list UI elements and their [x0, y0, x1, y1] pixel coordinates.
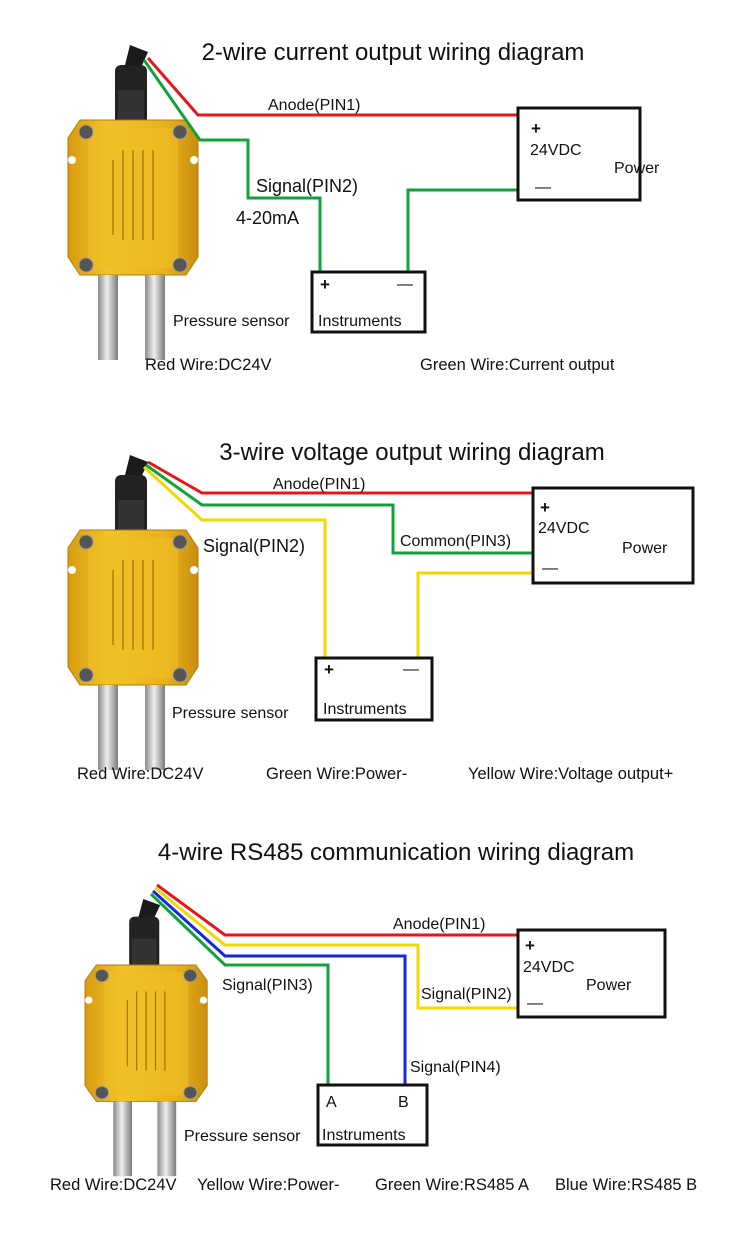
anode-label: Anode(PIN1) [268, 97, 361, 114]
pressure-sensor-image [67, 454, 199, 771]
instruments-label: Instruments [318, 313, 402, 330]
legend-yellow: Yellow Wire:Voltage output+ [468, 765, 673, 783]
legend-yellow: Yellow Wire:Power- [197, 1176, 339, 1194]
current-label: 4-20mA [236, 208, 299, 228]
instruments-b: B [398, 1094, 409, 1111]
diagram-title: 4-wire RS485 communication wiring diagra… [158, 839, 634, 866]
instruments-plus: + [324, 660, 334, 679]
anode-label: Anode(PIN1) [393, 916, 486, 933]
diagram-3wire: 3-wire voltage output wiring diagram + 2… [67, 439, 695, 783]
legend-green: Green Wire:Power- [266, 765, 407, 783]
power-plus: + [525, 936, 535, 955]
red-wire [146, 57, 520, 117]
power-minus: — [535, 179, 551, 196]
power-label: Power [622, 540, 668, 557]
sensor-label: Pressure sensor [172, 705, 289, 722]
instruments-plus: + [320, 275, 330, 294]
instruments-minus: — [403, 661, 419, 678]
signal-pin4-label: Signal(PIN4) [410, 1059, 501, 1076]
instruments-box [314, 656, 434, 722]
power-minus: — [542, 560, 558, 577]
power-label: Power [586, 977, 632, 994]
diagram-title: 3-wire voltage output wiring diagram [219, 439, 605, 466]
instruments-box [310, 270, 427, 334]
diagram-4wire: 4-wire RS485 communication wiring diagra… [50, 839, 697, 1194]
signal-label: Signal(PIN2) [256, 176, 358, 196]
common-label: Common(PIN3) [400, 533, 511, 550]
yellow-wire-signal [142, 465, 327, 658]
power-box [531, 486, 695, 585]
green-wire-return [406, 188, 520, 272]
diagram-2wire: 2-wire current output wiring diagram + 2… [67, 39, 660, 374]
instruments-minus: — [397, 276, 413, 293]
legend-red: Red Wire:DC24V [77, 765, 204, 783]
power-minus: — [527, 995, 543, 1012]
power-voltage: 24VDC [523, 959, 575, 976]
legend-green: Green Wire:Current output [420, 356, 615, 374]
yellow-wire [154, 886, 520, 1010]
legend-red: Red Wire:DC24V [50, 1176, 177, 1194]
power-box [516, 928, 667, 1019]
power-voltage: 24VDC [530, 142, 582, 159]
sensor-label: Pressure sensor [173, 313, 290, 330]
power-voltage: 24VDC [538, 520, 590, 537]
instruments-label: Instruments [322, 1127, 406, 1144]
anode-label: Anode(PIN1) [273, 476, 366, 493]
diagram-title: 2-wire current output wiring diagram [202, 39, 585, 66]
power-plus: + [540, 498, 550, 517]
signal-label: Signal(PIN2) [203, 536, 305, 556]
red-wire [147, 460, 535, 495]
green-wire [149, 892, 330, 1085]
sensor-label: Pressure sensor [184, 1128, 301, 1145]
power-plus: + [531, 119, 541, 138]
instruments-a: A [326, 1094, 337, 1111]
green-wire-signal [142, 59, 322, 272]
green-wire [145, 463, 535, 555]
red-wire [156, 883, 520, 937]
signal-pin2-label: Signal(PIN2) [421, 986, 512, 1003]
legend-blue: Blue Wire:RS485 B [555, 1176, 697, 1194]
legend-green: Green Wire:RS485 A [375, 1176, 529, 1194]
power-box [516, 106, 642, 202]
instruments-label: Instruments [323, 701, 407, 718]
legend-red: Red Wire:DC24V [145, 356, 272, 374]
blue-wire [151, 889, 407, 1085]
instruments-box [316, 1083, 429, 1147]
power-label: Power [614, 160, 660, 177]
signal-pin3-label: Signal(PIN3) [222, 977, 313, 994]
yellow-wire-return [416, 571, 535, 658]
